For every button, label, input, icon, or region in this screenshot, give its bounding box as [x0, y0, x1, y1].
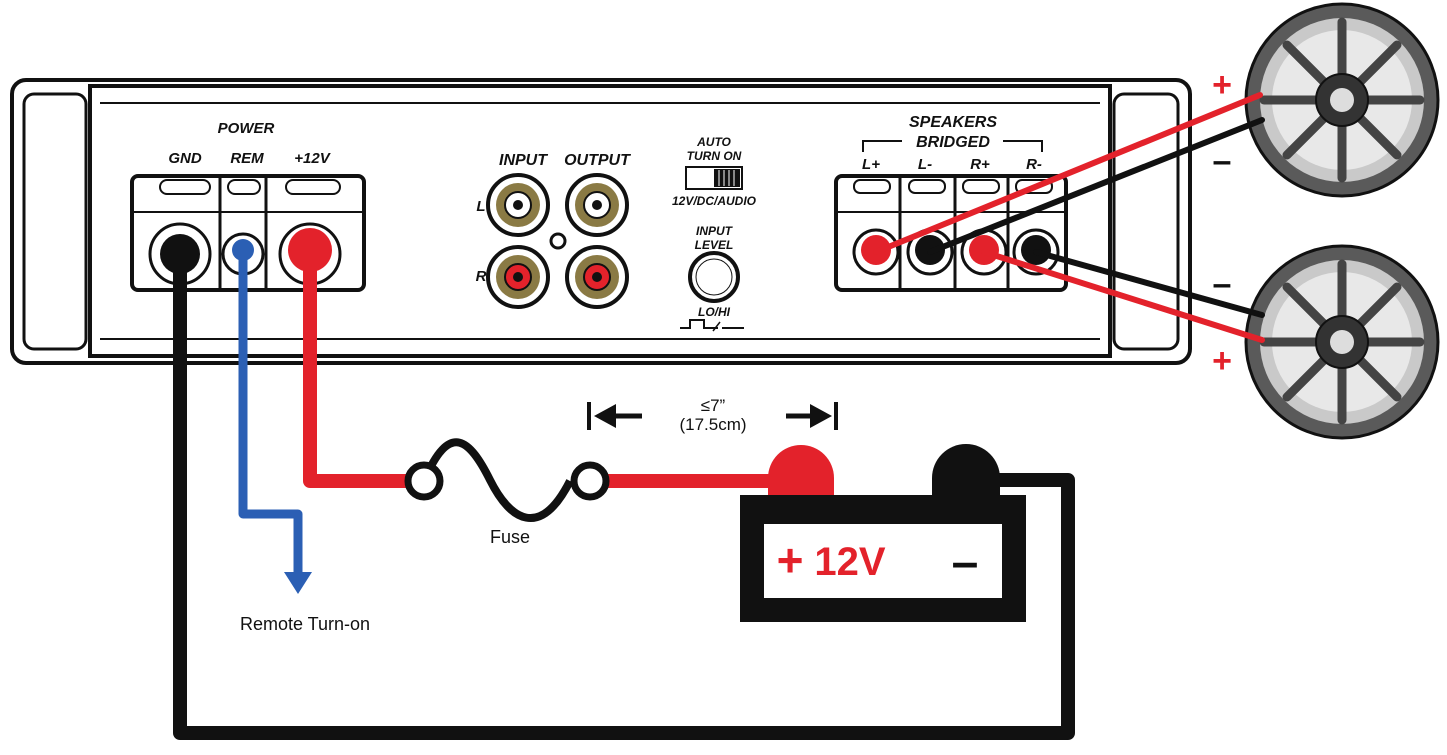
battery-negative-post [932, 444, 1000, 495]
speaker-wire-top-positive [873, 92, 1263, 255]
terminal-label-l-minus: L- [918, 156, 932, 173]
auto-turn-on-switch: AUTO TURN ON 12V/DC/AUDIO [672, 135, 757, 208]
remote-arrow-icon [284, 572, 312, 594]
distance-max-label: ≤7” [701, 396, 726, 415]
rca-output-right-jack [565, 245, 629, 309]
turn-on-label: TURN ON [687, 149, 742, 163]
gnd-label: GND [168, 150, 202, 167]
battery-minus-sign: – [952, 536, 979, 589]
input-label: INPUT [499, 152, 548, 169]
battery-plus-sign: + [777, 534, 804, 586]
ground-wire [173, 254, 1075, 740]
bridged-label: BRIDGED [916, 134, 990, 151]
battery: + 12V – [740, 444, 1026, 622]
power-title: POWER [218, 120, 275, 137]
auto-label: AUTO [696, 135, 731, 149]
input-level-line2: LEVEL [695, 238, 734, 252]
speaker-top-plus-sign: + [1212, 66, 1232, 104]
remote-turn-on-label: Remote Turn-on [240, 614, 370, 634]
speaker-bottom [1244, 244, 1440, 440]
output-label: OUTPUT [564, 152, 631, 169]
fuse-label: Fuse [490, 527, 530, 547]
speaker-terminal-block: SPEAKERS BRIDGED L+ L- R+ R- [834, 114, 1068, 292]
speaker-wire-bottom-positive [981, 249, 1265, 343]
speakers-title: SPEAKERS [909, 114, 997, 131]
terminal-label-r-plus: R+ [970, 156, 990, 173]
plus12-label: +12V [294, 150, 331, 167]
input-level-line1: INPUT [696, 224, 734, 238]
distance-metric-label: (17.5cm) [679, 415, 746, 434]
rca-right-label: R [476, 268, 487, 285]
speaker-top [1244, 2, 1440, 198]
battery-positive-post [768, 445, 834, 495]
speaker-wires [873, 92, 1265, 343]
turn-on-modes-label: 12V/DC/AUDIO [672, 194, 757, 208]
rca-left-label: L [476, 198, 485, 215]
remote-wire [238, 250, 303, 575]
speaker-wire-top-negative [927, 117, 1265, 255]
terminal-label-l-plus: L+ [862, 156, 880, 173]
speaker-wire-bottom-negative [1033, 249, 1265, 318]
speaker-bottom-minus-sign: – [1213, 265, 1232, 303]
indicator-led [549, 232, 567, 250]
rca-input-left-jack [486, 173, 550, 237]
rca-section: INPUT OUTPUT L R [476, 152, 631, 309]
fuse [404, 438, 610, 522]
power-wiring [173, 250, 1075, 740]
battery-voltage-label: 12V [814, 540, 885, 584]
speaker-bottom-plus-sign: + [1212, 342, 1232, 380]
distance-indicator: ≤7” (17.5cm) [587, 396, 838, 434]
positive-wire-amp [303, 250, 424, 488]
terminal-label-r-minus: R- [1026, 156, 1042, 173]
input-level-knob: INPUT LEVEL LO/HI [680, 224, 744, 332]
rca-input-right-jack [486, 245, 550, 309]
rem-label: REM [230, 150, 264, 167]
rca-output-left-jack [565, 173, 629, 237]
speaker-top-minus-sign: – [1213, 142, 1232, 180]
input-level-range: LO/HI [698, 305, 731, 319]
